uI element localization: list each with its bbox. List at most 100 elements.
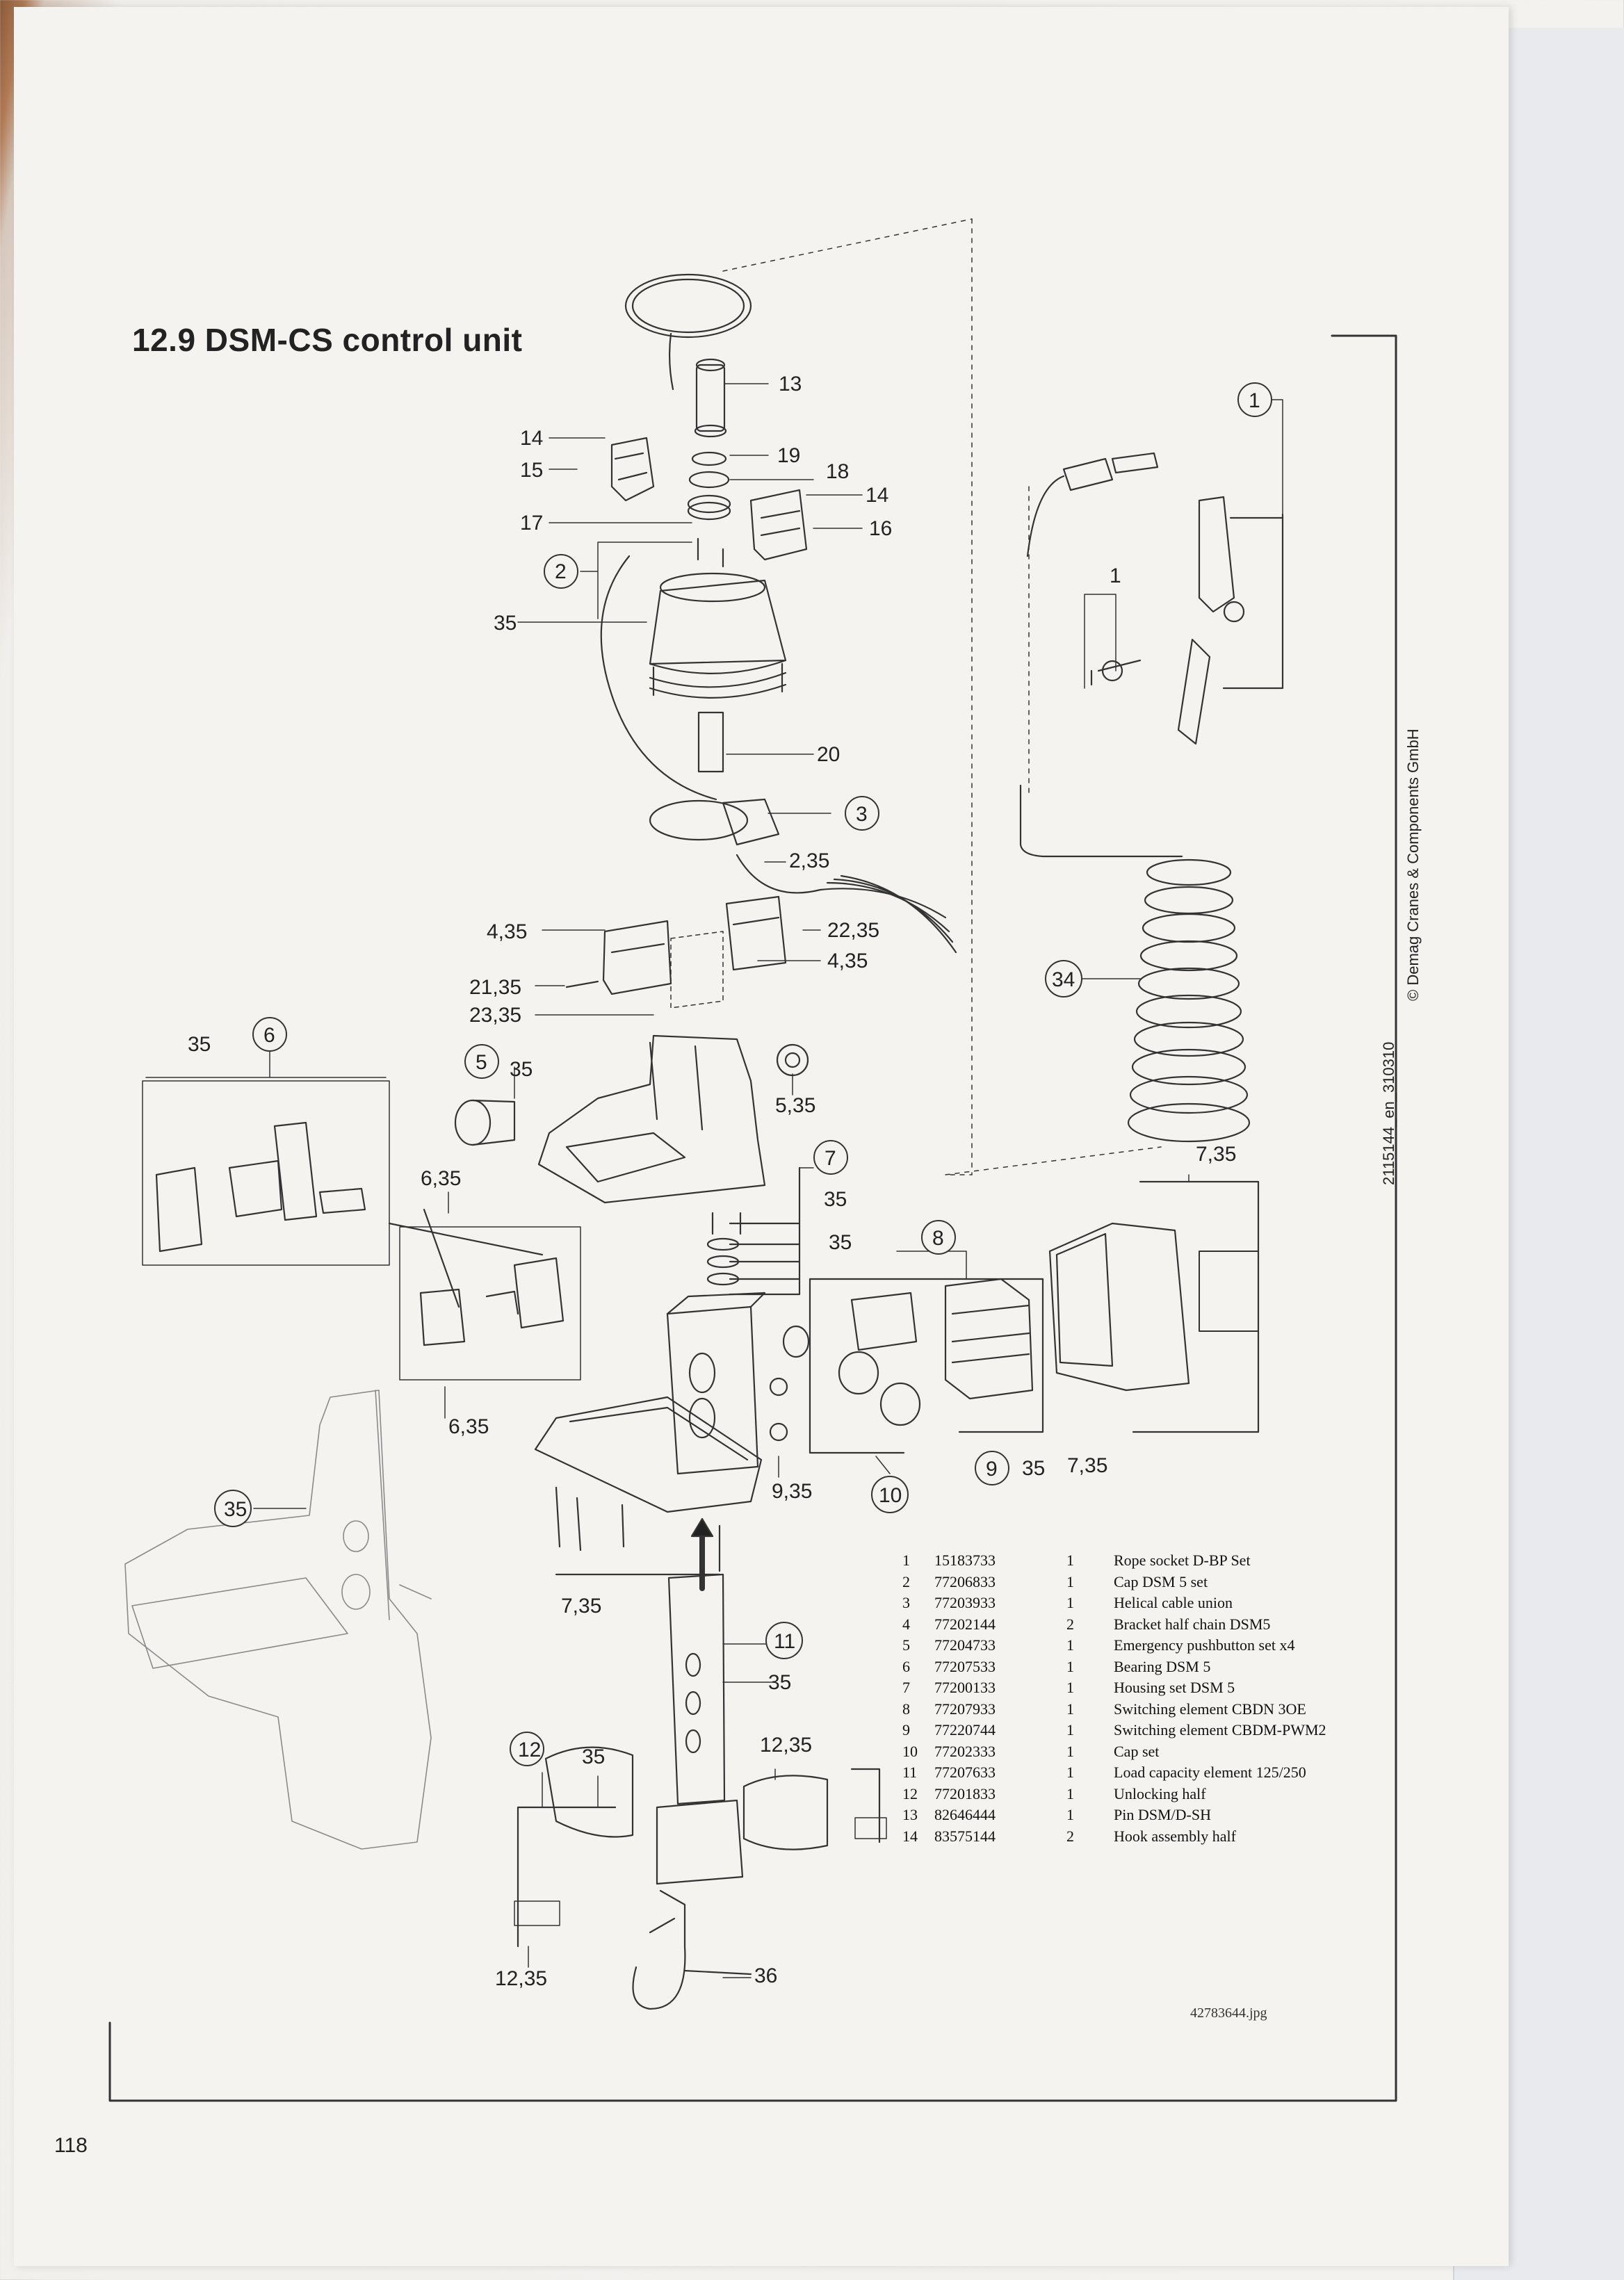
side-cover bbox=[1048, 1222, 1259, 1392]
part-quantity: 1 bbox=[1066, 1806, 1074, 1823]
callout-36: 36 bbox=[754, 1964, 777, 1987]
callout-15: 15 bbox=[520, 459, 543, 482]
part-number: 15183733 bbox=[934, 1552, 996, 1569]
helical-cable bbox=[1019, 784, 1251, 1143]
part-number: 77207933 bbox=[934, 1700, 996, 1718]
callout-6: 6 bbox=[263, 1024, 275, 1047]
callout-4-35: 4,35 bbox=[827, 950, 868, 972]
callout-4-35: 4,35 bbox=[487, 920, 527, 943]
callout-2: 2 bbox=[555, 560, 567, 583]
dash-line bbox=[945, 218, 973, 1175]
part-number: 83575144 bbox=[934, 1827, 996, 1845]
callout-12: 12 bbox=[518, 1738, 541, 1761]
part-description: Helical cable union bbox=[1114, 1594, 1233, 1611]
callout-9: 9 bbox=[986, 1458, 998, 1481]
part-number: 77207533 bbox=[934, 1657, 996, 1675]
part-position: 7 bbox=[902, 1679, 910, 1696]
part-quantity: 1 bbox=[1066, 1636, 1074, 1654]
part-description: Cap set bbox=[1114, 1742, 1160, 1760]
callout-20: 20 bbox=[817, 743, 840, 766]
part-quantity: 1 bbox=[1066, 1679, 1074, 1696]
rope-socket bbox=[1026, 452, 1284, 745]
part-description: Unlocking half bbox=[1114, 1784, 1206, 1802]
callout-10: 10 bbox=[879, 1484, 902, 1507]
callout-labels: 13 14 15 19 18 14 17 16 2 35 20 3 2,35 4… bbox=[188, 373, 1260, 1990]
part-quantity: 1 bbox=[1066, 1742, 1074, 1760]
part-description: Bearing DSM 5 bbox=[1114, 1657, 1211, 1675]
part-description: Rope socket D-BP Set bbox=[1114, 1552, 1251, 1569]
callout-11: 11 bbox=[774, 1630, 795, 1653]
callout-35: 35 bbox=[1022, 1457, 1045, 1480]
callout-35: 35 bbox=[582, 1745, 605, 1768]
callout-35: 35 bbox=[188, 1033, 211, 1056]
part-position: 4 bbox=[902, 1615, 910, 1633]
callout-35: 35 bbox=[829, 1231, 852, 1254]
copyright-notice: © Demag Cranes & Components GmbH bbox=[1404, 728, 1422, 1001]
callout-6-35: 6,35 bbox=[448, 1415, 489, 1438]
part-number: 77203933 bbox=[934, 1594, 996, 1611]
pin-13 bbox=[694, 358, 727, 438]
part-number: 82646444 bbox=[934, 1806, 996, 1823]
part-description: Housing set DSM 5 bbox=[1114, 1679, 1235, 1696]
part-quantity: 1 bbox=[1066, 1594, 1074, 1611]
load-hook bbox=[632, 1889, 752, 2010]
image-reference: 42783644.jpg bbox=[1190, 2005, 1267, 2021]
part-number: 77201833 bbox=[934, 1784, 996, 1802]
callout-35: 35 bbox=[768, 1671, 791, 1694]
part-number: 77220744 bbox=[934, 1721, 996, 1738]
part-number: 77204733 bbox=[934, 1636, 996, 1654]
callout-23-35: 23,35 bbox=[469, 1004, 521, 1027]
callout-7: 7 bbox=[825, 1147, 836, 1170]
part-position: 10 bbox=[902, 1742, 918, 1760]
cap-2 bbox=[649, 572, 787, 699]
callout-7-35: 7,35 bbox=[561, 1595, 601, 1618]
page-frame bbox=[108, 334, 1397, 2102]
callout-5: 5 bbox=[476, 1051, 487, 1074]
callout-7-35: 7,35 bbox=[1067, 1454, 1107, 1477]
leader-lines bbox=[145, 383, 1283, 1978]
part-number: 77202333 bbox=[934, 1742, 996, 1760]
callout-14: 14 bbox=[866, 484, 888, 507]
housing-upper bbox=[537, 1034, 766, 1204]
callout-14: 14 bbox=[520, 427, 543, 450]
parts-row: 10 77202333 1 Cap set bbox=[902, 1743, 1326, 1764]
part-number: 77202144 bbox=[934, 1615, 996, 1633]
part-position: 14 bbox=[902, 1827, 918, 1845]
callout-35: 35 bbox=[224, 1498, 247, 1521]
part-description: Emergency pushbutton set x4 bbox=[1114, 1636, 1295, 1654]
part-position: 3 bbox=[902, 1594, 910, 1611]
part-position: 5 bbox=[902, 1636, 910, 1654]
callout-circles bbox=[214, 382, 1272, 1766]
parts-row: 3 77203933 1 Helical cable union bbox=[902, 1594, 1326, 1615]
callout-3: 3 bbox=[856, 803, 868, 826]
callout-12-35: 12,35 bbox=[495, 1967, 547, 1990]
bearing-box bbox=[142, 1080, 390, 1266]
emergency-button-5 bbox=[454, 1043, 809, 1146]
callout-1: 1 bbox=[1249, 389, 1260, 412]
part-position: 13 bbox=[902, 1806, 918, 1823]
part-quantity: 2 bbox=[1066, 1827, 1074, 1845]
callout-5-35: 5,35 bbox=[775, 1094, 815, 1117]
callout-18: 18 bbox=[826, 460, 849, 483]
part-description: Switching element CBDN 3OE bbox=[1114, 1700, 1306, 1718]
callout-2-35: 2,35 bbox=[789, 849, 829, 872]
callout-21-35: 21,35 bbox=[469, 976, 521, 999]
part-position: 12 bbox=[902, 1784, 918, 1802]
callout-13: 13 bbox=[779, 373, 802, 396]
part-quantity: 1 bbox=[1066, 1657, 1074, 1675]
part-position: 9 bbox=[902, 1721, 910, 1738]
callout-16: 16 bbox=[869, 517, 892, 540]
callout-9-35: 9,35 bbox=[772, 1480, 812, 1503]
callout-22-35: 22,35 bbox=[827, 919, 879, 942]
callout-6-35: 6,35 bbox=[421, 1167, 461, 1190]
part-quantity: 1 bbox=[1066, 1721, 1074, 1738]
part-number: 77200133 bbox=[934, 1679, 996, 1696]
